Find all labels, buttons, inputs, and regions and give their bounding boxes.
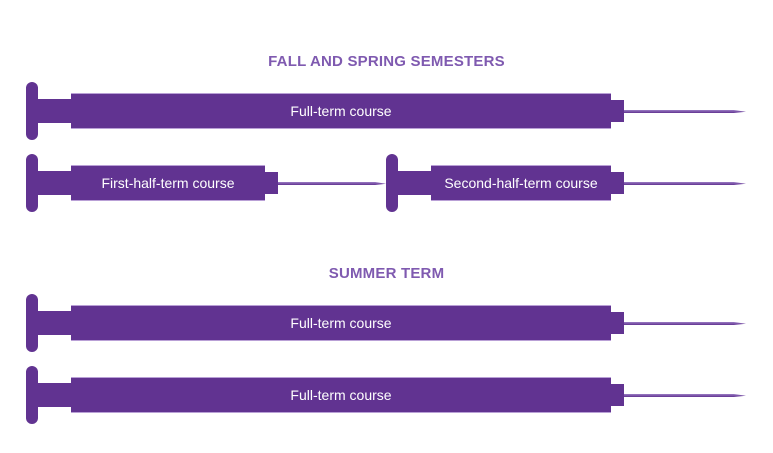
plunger-handle-icon [26,366,38,424]
syringe-tip [611,172,624,194]
syringe-barrel: First-half-term course [71,166,265,200]
syringe-summer-full-term-2: Full-term course [26,366,746,424]
plunger-stem [36,311,72,335]
syringe-tip [611,384,624,406]
syringe-tip [611,100,624,122]
plunger-stem [36,171,72,195]
needle-icon [624,394,746,397]
syringe-barrel: Full-term course [71,306,611,340]
course-label: Full-term course [290,387,392,403]
fall-spring-heading: FALL AND SPRING SEMESTERS [268,53,505,70]
course-label: First-half-term course [101,175,235,191]
course-label: Full-term course [290,315,392,331]
syringe-barrel: Full-term course [71,94,611,128]
plunger-handle-icon [386,154,398,212]
syringe-barrel: Second-half-term course [431,166,611,200]
needle-icon [624,322,746,325]
plunger-stem [36,99,72,123]
plunger-stem [36,383,72,407]
summer-term-heading: SUMMER TERM [328,265,445,282]
needle-icon [624,182,746,185]
plunger-handle-icon [26,294,38,352]
syringe-barrel: Full-term course [71,378,611,412]
syringe-first-half-term: First-half-term course [26,154,386,212]
syringe-tip [265,172,278,194]
syringe-second-half-term: Second-half-term course [386,154,746,212]
needle-icon [624,110,746,113]
syringe-summer-full-term-1: Full-term course [26,294,746,352]
syringe-full-term: Full-term course [26,82,746,140]
plunger-handle-icon [26,154,38,212]
plunger-stem [396,171,432,195]
plunger-handle-icon [26,82,38,140]
needle-icon [278,182,386,185]
course-label: Full-term course [290,103,392,119]
syringe-tip [611,312,624,334]
course-label: Second-half-term course [444,175,598,191]
